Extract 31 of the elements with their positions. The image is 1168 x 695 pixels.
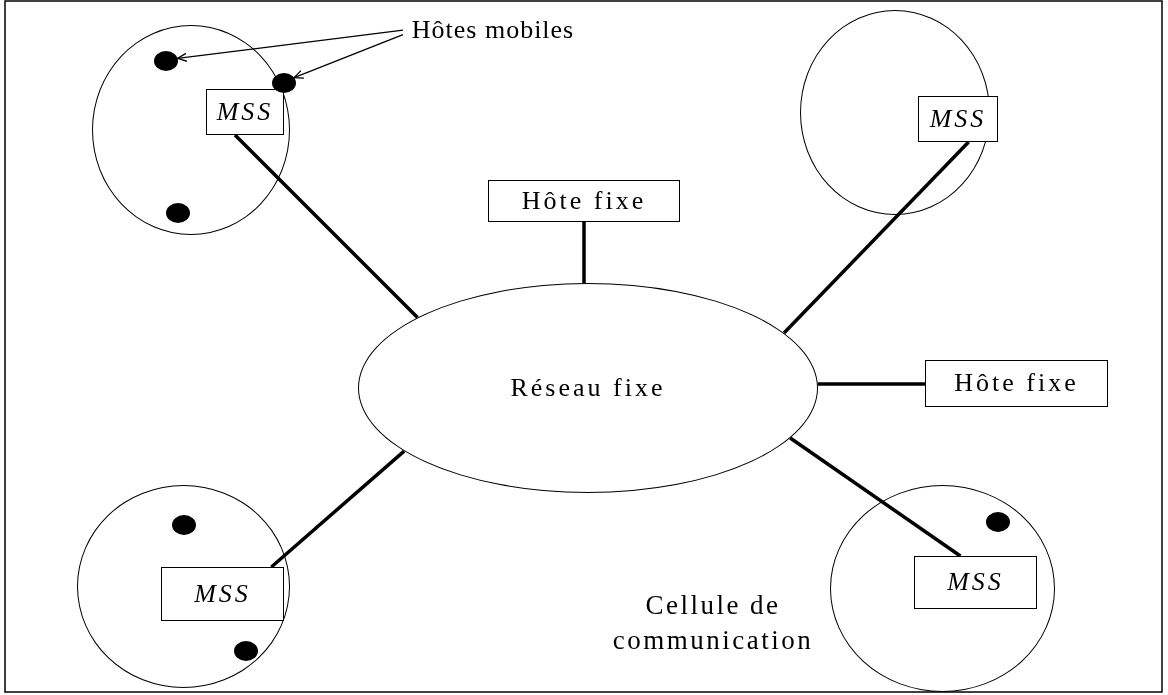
connector-line xyxy=(582,222,586,283)
mobile-host-dot xyxy=(234,641,258,661)
connector-line xyxy=(789,436,962,558)
caption-text: Cellule de communication xyxy=(611,589,815,658)
mobile-host-dot xyxy=(154,51,178,71)
arrow xyxy=(293,34,404,79)
node-label: Hôte fixe xyxy=(521,186,647,216)
connector-line xyxy=(270,449,406,569)
connector-line xyxy=(782,140,970,335)
node-label: MSS xyxy=(194,579,251,609)
station-box xyxy=(925,360,1108,407)
connector-line xyxy=(817,382,925,386)
mobile-host-dot xyxy=(166,203,190,223)
node-label: MSS xyxy=(929,104,987,134)
mobile-host-dot xyxy=(172,515,196,535)
node-label: MSS xyxy=(947,568,1004,597)
node-label: Hôte fixe xyxy=(954,369,1079,398)
node-label: MSS xyxy=(216,97,274,127)
station-box xyxy=(161,567,284,621)
node-label: Réseau fixe xyxy=(510,373,666,403)
arrow xyxy=(176,29,404,62)
station-box xyxy=(206,89,284,135)
mobile-host-dot xyxy=(986,512,1010,532)
callout-label: Hôtes mobiles xyxy=(411,15,575,45)
station-box xyxy=(914,556,1037,609)
cell-ellipse xyxy=(77,485,290,688)
station-box xyxy=(918,96,998,142)
station-box xyxy=(488,180,680,222)
connector-line xyxy=(233,133,419,319)
cell-ellipse xyxy=(830,485,1055,692)
mobile-host-dot xyxy=(272,73,296,93)
